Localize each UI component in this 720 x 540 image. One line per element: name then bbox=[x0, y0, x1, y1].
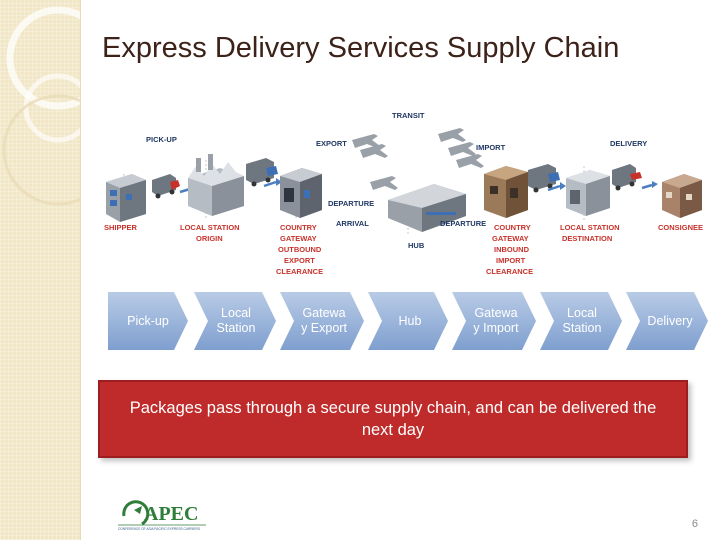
step-label: Local Station bbox=[562, 306, 602, 335]
airplane-icon bbox=[352, 128, 484, 190]
process-steps: Pick-up Local Station Gatewa y Export Hu… bbox=[108, 292, 708, 350]
step-hub: Hub bbox=[368, 292, 448, 350]
logo-caption: CONFERENCE OF ASIA PACIFIC EXPRESS CARRI… bbox=[118, 527, 200, 531]
label-departure-export: DEPARTURE bbox=[328, 199, 374, 208]
step-local-station-destination: Local Station bbox=[540, 292, 622, 350]
label-local-origin-1: LOCAL STATION bbox=[180, 223, 240, 232]
step-label: Delivery bbox=[647, 313, 693, 328]
apec-logo: APEC CONFERENCE OF ASIA PACIFIC EXPRESS … bbox=[118, 500, 206, 531]
local-station-icon bbox=[566, 170, 610, 216]
step-gateway-export: Gatewa y Export bbox=[280, 292, 364, 350]
decorative-sidebar bbox=[0, 0, 80, 540]
label-local-dest-2: DESTINATION bbox=[562, 234, 612, 243]
label-gateway-out-1: COUNTRY bbox=[280, 223, 317, 232]
label-gateway-out-4: EXPORT bbox=[284, 256, 315, 265]
label-gateway-in-3: INBOUND bbox=[494, 245, 530, 254]
truck-icon bbox=[528, 164, 560, 193]
step-label: Local Station bbox=[216, 306, 256, 335]
slide-title: Express Delivery Services Supply Chain bbox=[102, 32, 620, 64]
summary-banner: Packages pass through a secure supply ch… bbox=[98, 380, 688, 458]
step-gateway-import: Gatewa y Import bbox=[452, 292, 536, 350]
decorative-rings bbox=[2, 6, 80, 206]
shipper-building-icon bbox=[106, 174, 146, 222]
label-import: IMPORT bbox=[476, 143, 506, 152]
label-hub: HUB bbox=[408, 241, 425, 250]
hub-building-icon bbox=[388, 184, 466, 232]
truck-icon bbox=[612, 164, 642, 191]
label-gateway-out-5: CLEARANCE bbox=[276, 267, 323, 276]
factory-icon bbox=[188, 154, 244, 216]
logo-mark: APEC bbox=[144, 503, 198, 525]
gateway-building-icon bbox=[280, 168, 322, 218]
label-arrival: ARRIVAL bbox=[336, 219, 369, 228]
label-consignee: CONSIGNEE bbox=[658, 223, 703, 232]
label-delivery: DELIVERY bbox=[610, 139, 647, 148]
label-gateway-in-4: IMPORT bbox=[496, 256, 526, 265]
label-shipper: SHIPPER bbox=[104, 223, 138, 232]
step-local-station-origin: Local Station bbox=[194, 292, 276, 350]
truck-icon bbox=[152, 174, 180, 199]
label-transit: TRANSIT bbox=[392, 111, 425, 120]
step-label: Hub bbox=[398, 313, 422, 328]
label-departure-import: DEPARTURE bbox=[440, 219, 486, 228]
step-label: Gatewa y Import bbox=[473, 306, 519, 335]
label-local-origin-2: ORIGIN bbox=[196, 234, 223, 243]
label-gateway-out-3: OUTBOUND bbox=[278, 245, 322, 254]
step-label: Gatewa y Export bbox=[301, 306, 347, 335]
label-pickup: PICK-UP bbox=[146, 135, 177, 144]
step-pickup: Pick-up bbox=[108, 292, 188, 350]
label-gateway-in-2: GATEWAY bbox=[492, 234, 529, 243]
step-label: Pick-up bbox=[127, 313, 169, 328]
consignee-building-icon bbox=[662, 174, 702, 218]
page-number: 6 bbox=[691, 518, 698, 530]
label-gateway-in-5: CLEARANCE bbox=[486, 267, 533, 276]
step-delivery: Delivery bbox=[626, 292, 708, 350]
label-gateway-in-1: COUNTRY bbox=[494, 223, 531, 232]
truck-icon bbox=[246, 158, 278, 187]
label-gateway-out-2: GATEWAY bbox=[280, 234, 317, 243]
gateway-building-icon bbox=[484, 166, 528, 218]
label-export: EXPORT bbox=[316, 139, 347, 148]
label-local-dest-1: LOCAL STATION bbox=[560, 223, 620, 232]
supply-chain-diagram: TRANSIT PICK-UP EXPORT IMPORT DELIVERY D… bbox=[104, 111, 703, 276]
